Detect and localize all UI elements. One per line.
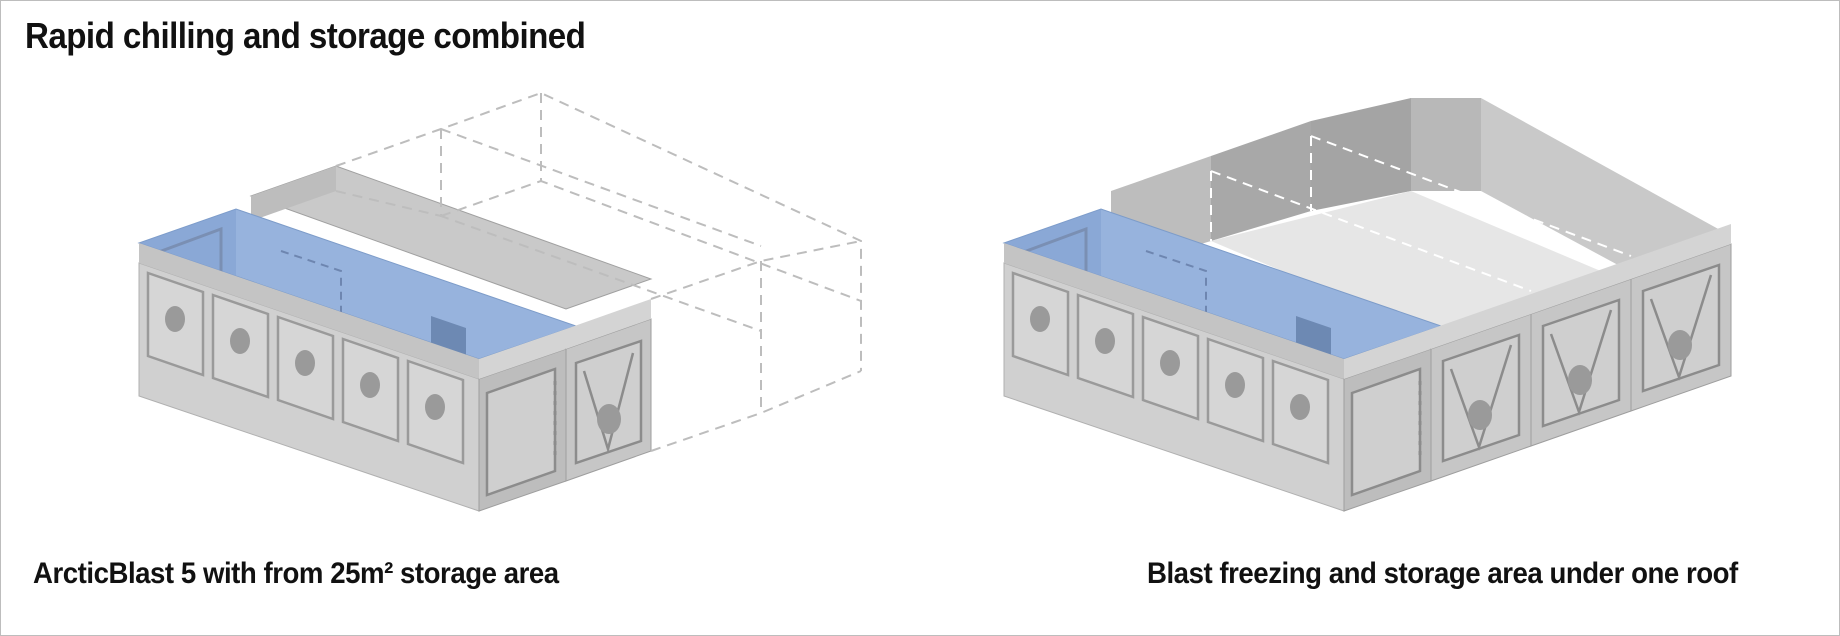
right-caption: Blast freezing and storage area under on… [1147,557,1738,590]
right-storage-fan-icon [1468,330,1692,430]
figure-title: Rapid chilling and storage combined [25,15,586,56]
left-storage-first-section [565,299,652,482]
left-back-wall [249,165,653,310]
right-storage-fan-marks [1449,274,1713,451]
right-storage-evaporator-units [1441,263,1721,463]
right-dashed-divisions [1210,135,1632,292]
left-dashed-extension [335,91,862,452]
left-end-wall [478,329,567,512]
left-fan-icon [165,306,445,420]
left-illustration [137,91,862,512]
right-fan-icon [1030,306,1310,420]
right-end-wall [1343,329,1432,512]
side-access-door [485,367,557,497]
right-illustration [1002,98,1732,512]
left-caption: ArcticBlast 5 with from 25m² storage are… [33,557,559,590]
